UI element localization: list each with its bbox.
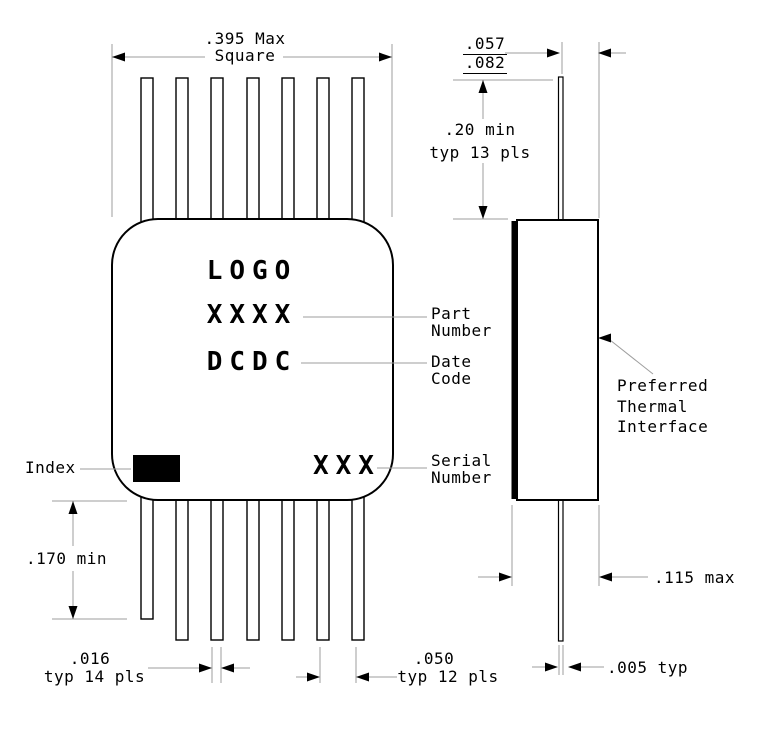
dim-lead-setback-lower: .082	[462, 53, 508, 74]
lead	[281, 495, 295, 641]
arrow-right-icon	[379, 52, 392, 62]
marking-logo: LOGO	[206, 256, 298, 286]
label-date-code-line2: Code	[431, 369, 472, 388]
arrow-up-icon	[68, 501, 78, 514]
label-date-code-line1: Date	[431, 352, 472, 371]
dim-lead-length: .170 min	[26, 549, 108, 568]
side-lead-bottom	[557, 497, 564, 642]
marking-serial-number: XXX	[313, 451, 381, 481]
arrow-up-icon	[478, 80, 488, 93]
bottom-leads	[140, 495, 365, 641]
lead-min-length	[140, 495, 154, 620]
arrow-left-icon	[599, 572, 612, 582]
dim-lead-width: .016	[69, 649, 111, 668]
arrow-left-icon	[598, 333, 611, 343]
label-part-number-line1: Part	[431, 304, 472, 323]
label-thermal-line1: Preferred	[617, 376, 709, 395]
arrow-left-icon	[598, 48, 611, 58]
leader-thermal	[609, 339, 654, 375]
arrow-down-icon	[478, 206, 488, 219]
arrow-left-icon	[112, 52, 125, 62]
dim-lead-width-line2: typ 14 pls	[43, 667, 146, 686]
label-thermal-line2: Thermal	[617, 397, 688, 416]
side-lead-top	[557, 76, 564, 223]
lead	[351, 77, 365, 224]
label-serial-number-line2: Number	[431, 468, 492, 487]
lead	[246, 77, 260, 224]
label-serial-number-line1: Serial	[431, 451, 492, 470]
index-mark	[133, 455, 180, 482]
lead	[210, 77, 224, 224]
dim-lead-min-length-line2: typ 13 pls	[429, 143, 531, 162]
dim-body-width-value: .395 Max	[204, 29, 286, 48]
dim-lead-min-length: .20 min	[444, 120, 516, 139]
lead	[210, 495, 224, 641]
lead	[140, 77, 154, 224]
arrow-down-icon	[68, 606, 78, 619]
arrow-left-icon	[568, 662, 581, 672]
label-part-number-line2: Number	[431, 321, 492, 340]
lead	[175, 77, 189, 224]
side-body-outline	[516, 219, 599, 501]
dim-lead-setback-upper: .057	[462, 34, 508, 55]
arrow-right-icon	[547, 48, 560, 58]
arrow-left-icon	[221, 663, 234, 673]
dim-body-width-value-line2: Square	[214, 46, 276, 65]
lead	[175, 495, 189, 641]
dim-lead-pitch-line2: typ 12 pls	[397, 667, 499, 686]
arrow-right-icon	[307, 672, 320, 682]
thermal-interface-surface	[511, 221, 516, 499]
lead	[316, 77, 330, 224]
arrow-right-icon	[199, 663, 212, 673]
marking-date-code: DCDC	[206, 347, 298, 377]
arrow-right-icon	[499, 572, 512, 582]
package-body-outline	[111, 218, 394, 501]
arrowheads	[68, 48, 612, 682]
lead	[316, 495, 330, 641]
arrow-left-icon	[356, 672, 369, 682]
label-thermal-line3: Interface	[617, 417, 709, 436]
lead	[351, 495, 365, 641]
dim-lead-pitch: .050	[413, 649, 455, 668]
arrow-right-icon	[545, 662, 558, 672]
dim-lead-thickness: .005 typ	[607, 658, 689, 677]
marking-part-number: XXXX	[206, 300, 298, 330]
dim-body-depth: .115 max	[654, 568, 736, 587]
lead	[281, 77, 295, 224]
top-leads	[140, 77, 365, 224]
lead	[246, 495, 260, 641]
label-index: Index	[25, 458, 76, 477]
